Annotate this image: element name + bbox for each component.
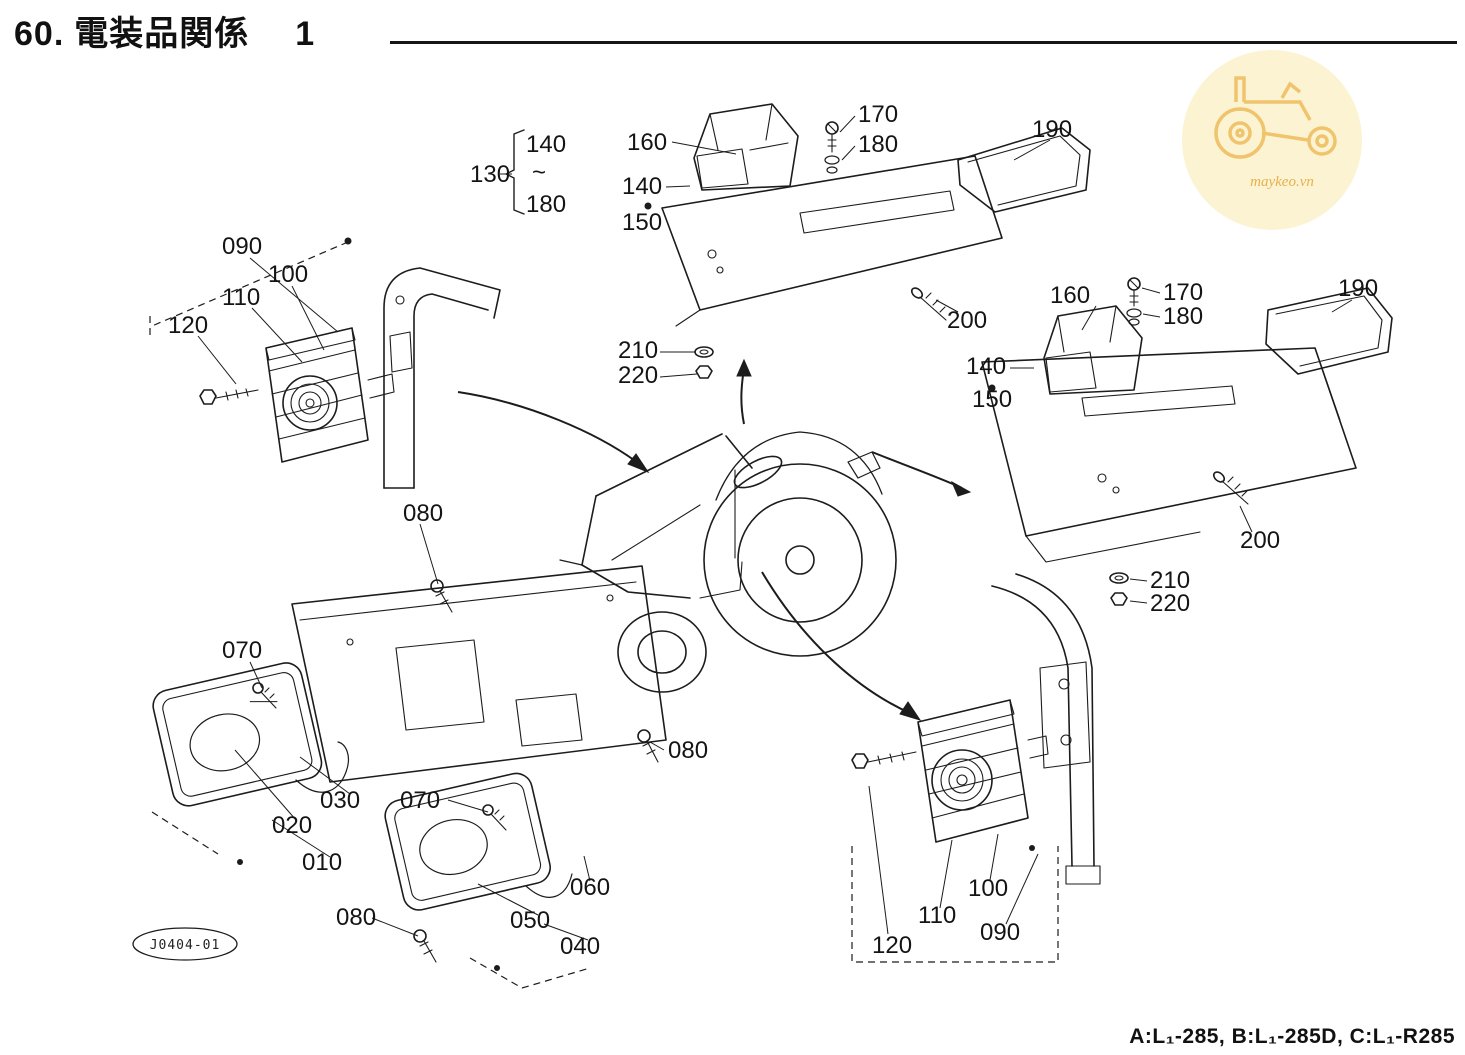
side-lamp-190-top xyxy=(957,127,1091,213)
callout-010: 010 xyxy=(302,849,342,876)
callout-070-center: 070 xyxy=(400,787,440,814)
section-title: 電装品関係 xyxy=(74,15,250,53)
callout-020: 020 xyxy=(272,812,312,839)
callout-040: 040 xyxy=(560,933,600,960)
callout-150-right: 150 xyxy=(972,386,1012,413)
callout-170-right: 170 xyxy=(1163,279,1203,306)
watermark-site-text: maykeo.vn xyxy=(1250,174,1314,190)
callout-140-bracket: 140 xyxy=(526,131,566,158)
callout-130: 130 xyxy=(470,161,510,188)
rops-post-left xyxy=(383,267,501,489)
callout-190-top: 190 xyxy=(1032,116,1072,143)
reference-dots xyxy=(237,202,1035,971)
model-applicability-note: A:L₁-285, B:L₁-285D, C:L₁-R285 xyxy=(1129,1025,1455,1048)
callout-200-right: 200 xyxy=(1240,527,1280,554)
callout-190-right: 190 xyxy=(1338,275,1378,302)
callout-200-top: 200 xyxy=(947,307,987,334)
section-number: 60. xyxy=(14,15,65,53)
page-title: 60. 電装品関係 1 xyxy=(14,6,315,55)
headlamp-center xyxy=(384,772,551,911)
combination-lamp-right xyxy=(917,699,1049,843)
headlamp-center-wire xyxy=(525,873,573,898)
screw-170-right xyxy=(1127,277,1141,307)
callout-120-right: 120 xyxy=(872,932,912,959)
callout-110-right: 110 xyxy=(918,902,956,929)
callout-tilde: ~ xyxy=(532,159,546,186)
screw-070-center xyxy=(482,804,507,831)
callout-labels: 170 180 160 190 140 150 130 140 ~ 180 09… xyxy=(150,101,1378,960)
stamp-code-text: J0404-01 xyxy=(150,938,221,953)
callout-160-top: 160 xyxy=(627,129,667,156)
callout-180-right: 180 xyxy=(1163,303,1203,330)
turn-lamp-right xyxy=(1043,305,1143,395)
screw-080-top xyxy=(430,579,453,613)
headlamp-left-wire xyxy=(295,741,350,793)
screw-070-left xyxy=(252,682,277,709)
watermark-logo: maykeo.vn xyxy=(1182,50,1362,230)
sheet-number: 1 xyxy=(295,15,316,53)
nut-220-right xyxy=(1110,592,1128,606)
washer-210-top xyxy=(694,346,714,358)
side-lamp-190-right xyxy=(1265,287,1393,375)
screw-080-mid xyxy=(637,729,659,763)
screw-170-top xyxy=(825,121,839,153)
hood-panel-right xyxy=(981,347,1357,563)
turn-lamp-top xyxy=(693,103,799,191)
callout-150-top: 150 xyxy=(622,209,662,236)
callout-090-left: 090 xyxy=(222,233,262,260)
diagram-code-stamp xyxy=(132,927,238,961)
callout-110-left: 110 xyxy=(222,284,260,311)
washer-210-right xyxy=(1109,572,1129,584)
callout-120-left: 120 xyxy=(168,312,208,339)
callout-080-bottom: 080 xyxy=(336,904,376,931)
combination-lamp-left xyxy=(265,327,395,463)
leader-lines xyxy=(197,115,1353,941)
callout-220-top: 220 xyxy=(618,362,658,389)
callout-080-top: 080 xyxy=(403,500,443,527)
title-underline xyxy=(390,41,1457,44)
callout-220-right: 220 xyxy=(1150,590,1190,617)
callout-180-top: 180 xyxy=(858,131,898,158)
callout-100-right: 100 xyxy=(968,875,1008,902)
callout-090-right: 090 xyxy=(980,919,1020,946)
callout-180-bracket: 180 xyxy=(526,191,566,218)
callout-070-left: 070 xyxy=(222,637,262,664)
callout-050: 050 xyxy=(510,907,550,934)
tractor-watermark-icon xyxy=(1214,76,1337,159)
flow-arrows xyxy=(457,358,972,721)
bolt-120-left xyxy=(199,388,259,405)
callout-080-mid: 080 xyxy=(668,737,708,764)
grommet-180-top xyxy=(824,155,840,174)
callout-140-top: 140 xyxy=(622,173,662,200)
screw-200-right xyxy=(1212,471,1249,505)
grommet-180-right xyxy=(1126,308,1142,326)
callout-030: 030 xyxy=(320,787,360,814)
callout-170-top: 170 xyxy=(858,101,898,128)
callout-100-left: 100 xyxy=(268,261,308,288)
tractor-drawing xyxy=(559,431,897,693)
callout-160-right: 160 xyxy=(1050,282,1090,309)
callout-060: 060 xyxy=(570,874,610,901)
callout-140-right: 140 xyxy=(966,353,1006,380)
callout-210-right: 210 xyxy=(1150,567,1190,594)
nut-220-top xyxy=(695,365,713,379)
screw-200-top xyxy=(910,287,947,321)
hood-panel-top xyxy=(661,155,1003,327)
dashed-reference-lines xyxy=(149,241,1059,989)
headlamp-left xyxy=(152,662,323,807)
front-support-frame xyxy=(291,565,667,783)
callout-210-top: 210 xyxy=(618,337,658,364)
screw-080-bottom xyxy=(413,929,437,963)
rops-bar-right xyxy=(991,573,1101,885)
bolt-120-right xyxy=(851,751,917,769)
